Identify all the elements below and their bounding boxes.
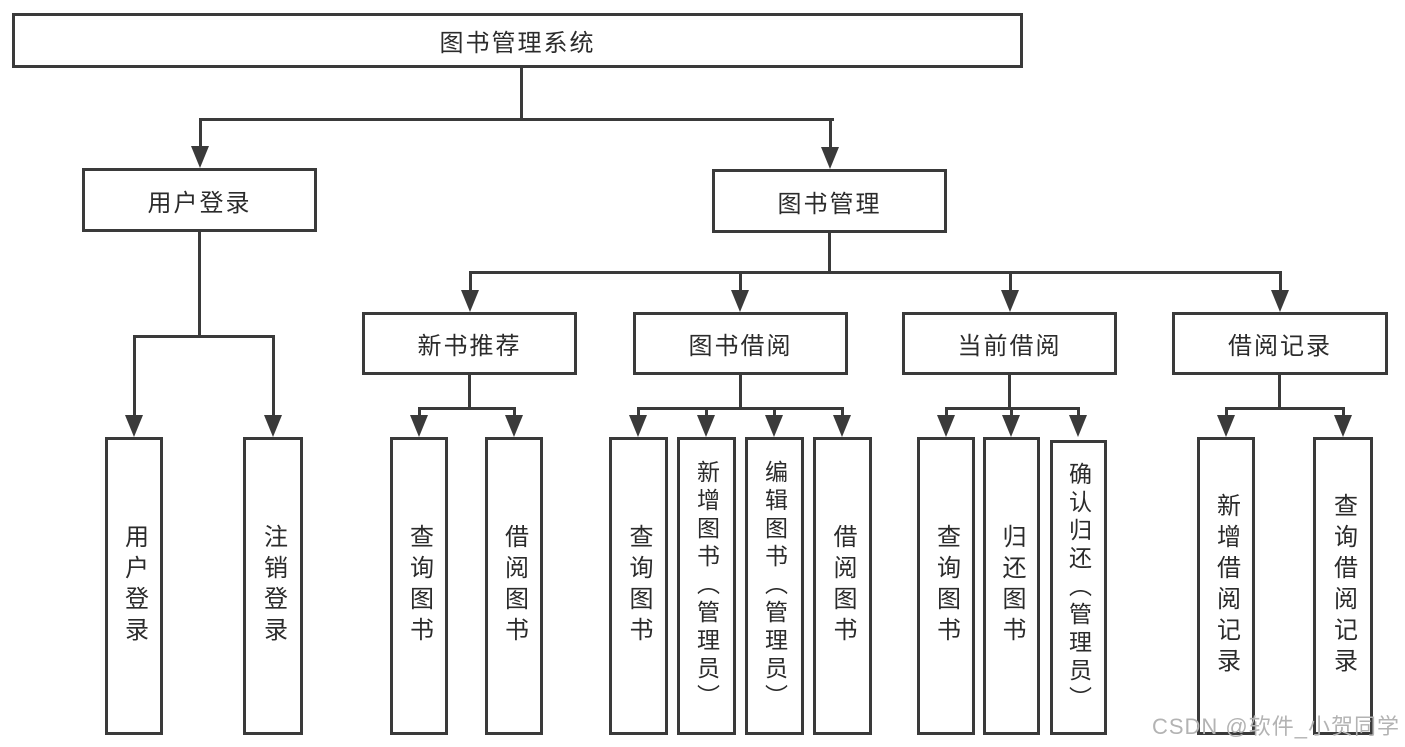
arrowhead-icon — [1334, 415, 1352, 437]
leaf-add-book-admin: 新增图书（管理员） — [677, 437, 736, 735]
connector-line — [1225, 407, 1344, 410]
leaf-query-books-current-label: 查询图书 — [932, 524, 960, 648]
connector-line — [705, 407, 708, 415]
connector-line — [1008, 375, 1011, 410]
arrowhead-icon — [461, 290, 479, 312]
connector-line — [739, 375, 742, 410]
node-borrow-records: 借阅记录 — [1172, 312, 1388, 375]
connector-line — [520, 68, 523, 121]
connector-line — [1077, 407, 1080, 415]
arrowhead-icon — [697, 415, 715, 437]
connector-line — [829, 118, 832, 147]
leaf-borrow-books-recommend-label: 借阅图书 — [500, 524, 528, 648]
arrowhead-icon — [1271, 290, 1289, 312]
connector-line — [272, 335, 275, 415]
node-root-label: 图书管理系统 — [439, 30, 596, 57]
arrowhead-icon — [629, 415, 647, 437]
leaf-add-borrow-record-label: 新增借阅记录 — [1212, 493, 1240, 679]
connector-line — [841, 407, 844, 415]
leaf-query-borrow-record-label: 查询借阅记录 — [1329, 493, 1357, 679]
node-book-management-label: 图书管理 — [777, 190, 882, 218]
arrowhead-icon — [1001, 290, 1019, 312]
connector-line — [199, 118, 834, 121]
leaf-borrow-books-borrow: 借阅图书 — [813, 437, 872, 735]
arrowhead-icon — [410, 415, 428, 437]
leaf-add-book-admin-label: 新增图书（管理员） — [693, 460, 720, 712]
connector-line — [469, 271, 472, 290]
node-new-book-recommend: 新书推荐 — [362, 312, 577, 375]
node-root: 图书管理系统 — [12, 13, 1023, 68]
arrowhead-icon — [821, 147, 839, 169]
leaf-confirm-return-admin-label: 确认归还（管理员） — [1065, 461, 1092, 714]
leaf-query-books-recommend-label: 查询图书 — [405, 524, 433, 648]
leaf-edit-book-admin: 编辑图书（管理员） — [745, 437, 804, 735]
node-user-login: 用户登录 — [82, 168, 317, 232]
connector-line — [513, 407, 516, 415]
node-borrow-records-label: 借阅记录 — [1228, 333, 1332, 360]
leaf-query-books-borrow-label: 查询图书 — [625, 524, 652, 648]
arrowhead-icon — [937, 415, 955, 437]
arrowhead-icon — [125, 415, 143, 437]
leaf-user-login-label: 用户登录 — [120, 524, 148, 648]
arrowhead-icon — [505, 415, 523, 437]
arrowhead-icon — [765, 415, 783, 437]
connector-line — [418, 407, 421, 415]
connector-line — [945, 407, 948, 415]
leaf-query-borrow-record: 查询借阅记录 — [1313, 437, 1373, 735]
connector-line — [1009, 271, 1012, 290]
connector-line — [1342, 407, 1345, 415]
arrowhead-icon — [191, 146, 209, 168]
leaf-query-books-recommend: 查询图书 — [390, 437, 448, 735]
leaf-logout-label: 注销登录 — [259, 524, 287, 648]
leaf-add-borrow-record: 新增借阅记录 — [1197, 437, 1255, 735]
connector-line — [1278, 375, 1281, 410]
leaf-borrow-books-recommend: 借阅图书 — [485, 437, 543, 735]
connector-line — [637, 407, 844, 410]
connector-line — [773, 407, 776, 415]
leaf-return-book: 归还图书 — [983, 437, 1040, 735]
connector-line — [133, 335, 275, 338]
connector-line — [1279, 271, 1282, 290]
leaf-logout: 注销登录 — [243, 437, 303, 735]
node-book-borrow: 图书借阅 — [633, 312, 848, 375]
leaf-confirm-return-admin: 确认归还（管理员） — [1050, 440, 1107, 735]
arrowhead-icon — [833, 415, 851, 437]
node-book-borrow-label: 图书借阅 — [688, 333, 793, 360]
connector-line — [469, 271, 1282, 274]
leaf-borrow-books-borrow-label: 借阅图书 — [829, 524, 856, 648]
connector-line — [828, 233, 831, 274]
leaf-query-books-current: 查询图书 — [917, 437, 975, 735]
leaf-edit-book-admin-label: 编辑图书（管理员） — [761, 460, 788, 712]
arrowhead-icon — [731, 290, 749, 312]
node-new-book-recommend-label: 新书推荐 — [417, 333, 522, 360]
node-user-login-label: 用户登录 — [147, 189, 252, 217]
leaf-return-book-label: 归还图书 — [998, 524, 1025, 648]
node-current-borrow-label: 当前借阅 — [957, 333, 1062, 360]
connector-line — [1010, 407, 1013, 415]
arrowhead-icon — [264, 415, 282, 437]
arrowhead-icon — [1069, 415, 1087, 437]
connector-line — [133, 335, 136, 415]
connector-line — [637, 407, 640, 415]
connector-line — [199, 118, 202, 146]
connector-line — [418, 407, 516, 410]
node-current-borrow: 当前借阅 — [902, 312, 1117, 375]
leaf-user-login: 用户登录 — [105, 437, 163, 735]
connector-line — [198, 232, 201, 338]
arrowhead-icon — [1217, 415, 1235, 437]
connector-line — [1225, 407, 1228, 415]
arrowhead-icon — [1002, 415, 1020, 437]
connector-line — [739, 271, 742, 290]
connector-line — [468, 375, 471, 410]
leaf-query-books-borrow: 查询图书 — [609, 437, 668, 735]
node-book-management: 图书管理 — [712, 169, 947, 233]
watermark-text: CSDN @软件_小贺同学 — [1151, 714, 1400, 739]
